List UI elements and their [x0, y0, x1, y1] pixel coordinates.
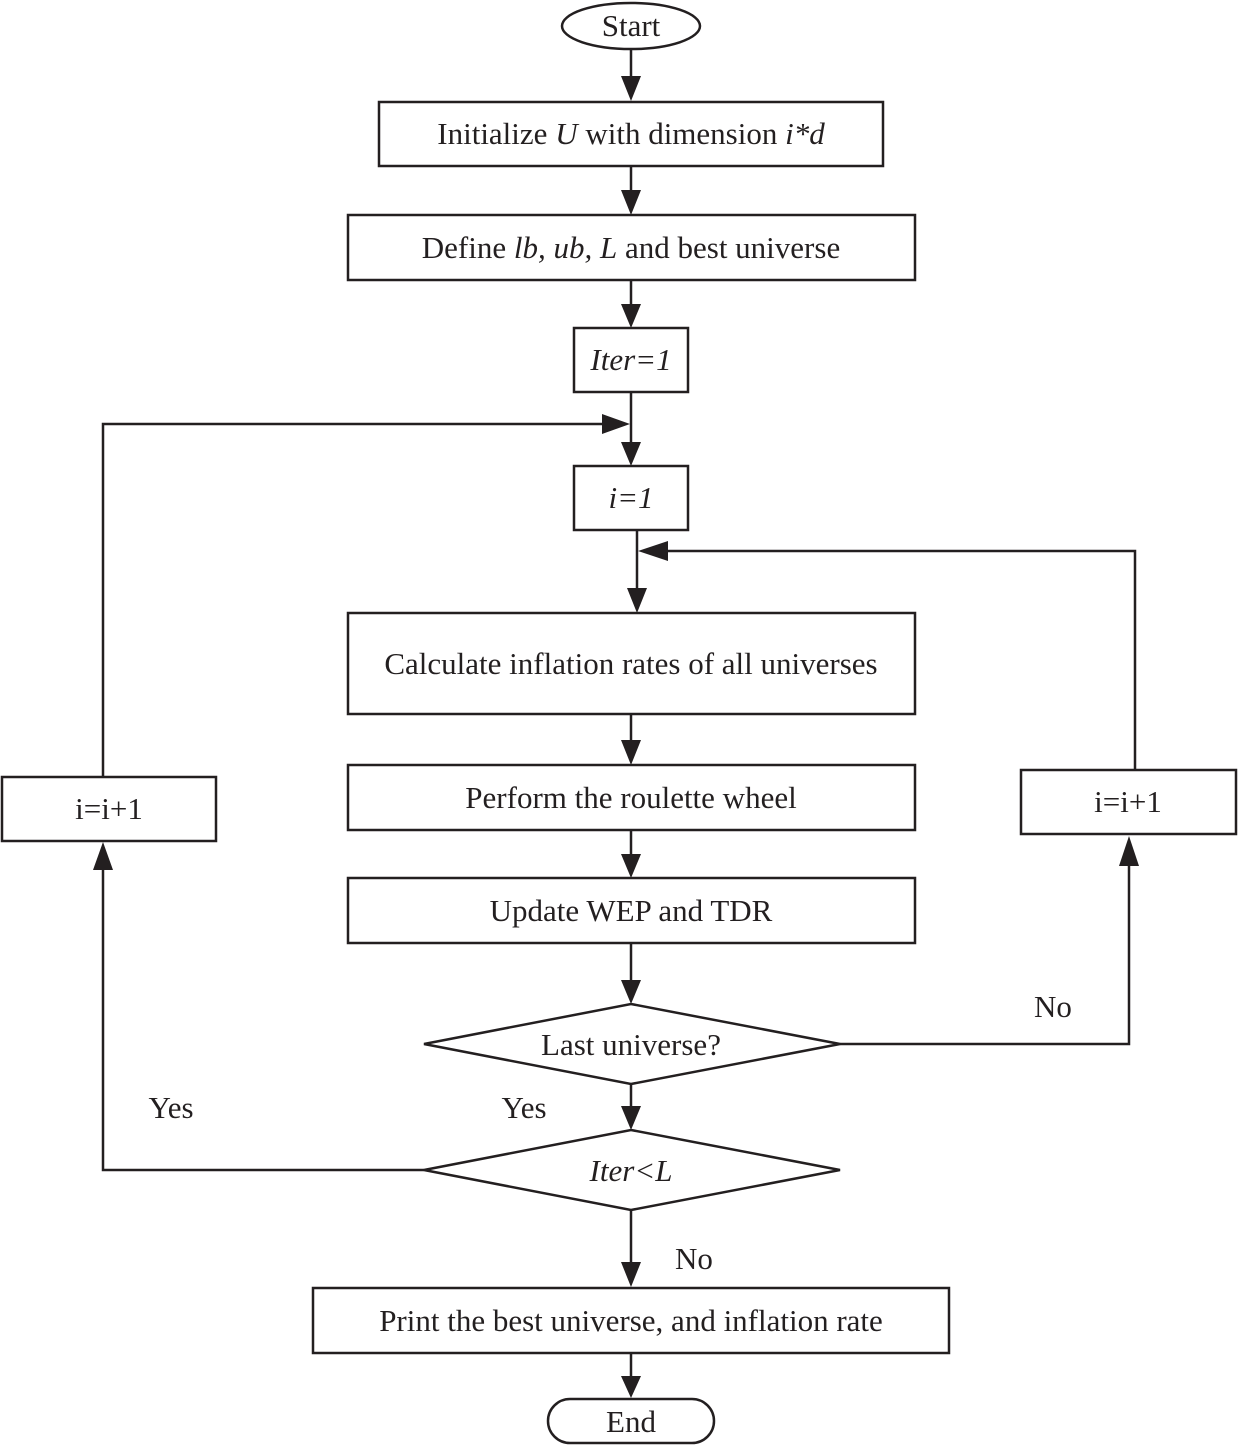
edge-label-itercheck-yes: Yes	[148, 1090, 193, 1125]
calculate-label: Calculate inflation rates of all univers…	[384, 646, 877, 681]
increment-right-label: i=i+1	[1094, 784, 1162, 819]
arrowhead-down	[621, 190, 641, 215]
arrowhead-down	[621, 980, 641, 1004]
i-init-node: i=1	[572, 464, 690, 532]
arrowhead-down	[621, 442, 641, 466]
arrowhead-up	[93, 842, 113, 870]
edge-labels: No Yes Yes No	[148, 989, 1072, 1276]
increment-right-node: i=i+1	[1019, 768, 1238, 836]
define-label: Define lb, ub, L and best universe	[422, 230, 840, 265]
arrowhead-down	[621, 76, 641, 101]
define-node: Define lb, ub, L and best universe	[346, 213, 917, 282]
edge-last-no-to-increment-right	[840, 864, 1131, 1046]
start-node: Start	[560, 1, 702, 51]
calculate-node: Calculate inflation rates of all univers…	[346, 611, 917, 716]
end-node: End	[546, 1397, 716, 1445]
last-universe-decision: Last universe?	[423, 1002, 841, 1086]
arrowhead-down	[621, 1262, 641, 1287]
edge-label-itercheck-no: No	[675, 1241, 713, 1276]
arrowhead-down	[627, 588, 647, 613]
update-node: Update WEP and TDR	[346, 876, 917, 945]
edge-increment-left-to-loop	[101, 422, 604, 777]
arrowhead-down	[621, 1106, 641, 1130]
roulette-node: Perform the roulette wheel	[346, 763, 917, 832]
edge-itercheck-yes-to-increment-left	[101, 868, 424, 1172]
print-node: Print the best universe, and inflation r…	[311, 1286, 951, 1355]
iter-init-label: Iter=1	[589, 342, 671, 377]
connectors	[101, 50, 1137, 1378]
arrowhead-down	[621, 854, 641, 878]
edge-label-last-no: No	[1034, 989, 1072, 1024]
arrowhead-up	[1119, 836, 1139, 866]
roulette-label: Perform the roulette wheel	[465, 780, 796, 815]
update-label: Update WEP and TDR	[490, 893, 773, 928]
increment-left-label: i=i+1	[75, 791, 143, 826]
initialize-node: Initialize U with dimension i*d	[377, 100, 885, 168]
i-init-label: i=1	[608, 480, 653, 515]
arrowheads	[93, 76, 1139, 1398]
iter-check-label: Iter<L	[589, 1153, 673, 1188]
iter-init-node: Iter=1	[572, 326, 690, 394]
edge-label-last-yes: Yes	[501, 1090, 546, 1125]
arrowhead-right	[602, 414, 630, 434]
arrowhead-down	[621, 304, 641, 328]
iter-check-decision: Iter<L	[423, 1128, 841, 1212]
last-universe-label: Last universe?	[541, 1027, 721, 1062]
arrowhead-down	[621, 1376, 641, 1398]
arrowhead-left	[638, 541, 668, 561]
initialize-label: Initialize U with dimension i*d	[437, 116, 825, 151]
start-label: Start	[602, 8, 661, 43]
increment-left-node: i=i+1	[0, 775, 218, 843]
print-label: Print the best universe, and inflation r…	[379, 1303, 883, 1338]
end-label: End	[606, 1404, 656, 1439]
arrowhead-down	[621, 740, 641, 765]
edge-increment-right-to-loop	[666, 549, 1137, 770]
